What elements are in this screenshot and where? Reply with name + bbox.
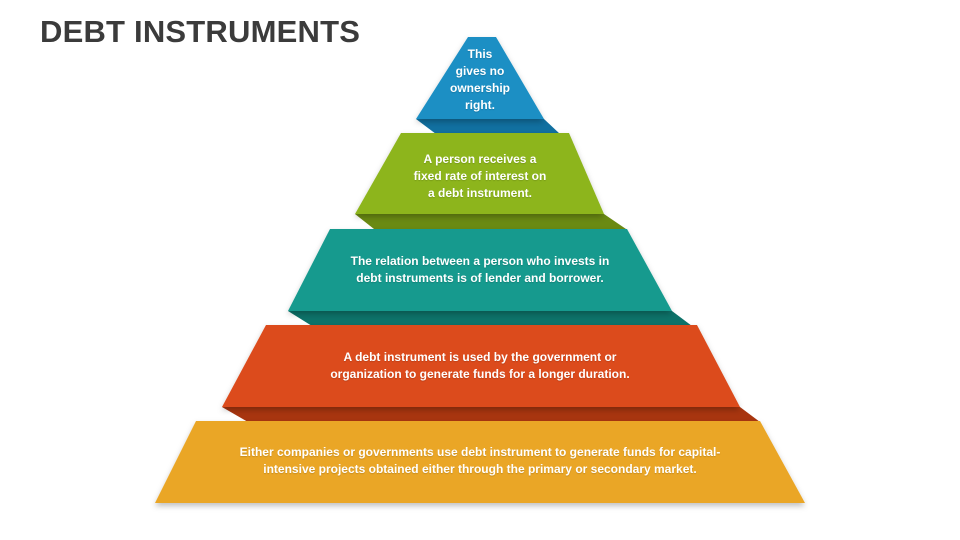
tier-2-lines: A person receives a fixed rate of interes… [414,151,547,202]
tier-1-line: ownership [449,81,510,95]
tier-5-lines: Either companies or governments use debt… [240,444,721,478]
tier-3-text: The relation between a person who invest… [335,242,625,298]
tier-1-line: right. [464,98,495,112]
tier-3-shape [288,229,672,311]
tier-4-line: organization to generate funds for a lon… [330,367,630,381]
tier-1-text: This gives no ownership right. [440,40,520,120]
tier-5-line: Either companies or governments use debt… [239,445,721,459]
tier-1-shape [416,37,544,119]
tier-5-line: intensive projects obtained either throu… [263,462,697,476]
tier-1-fold [416,119,560,134]
tier-1-line: This [467,47,493,61]
tier-4-line: A debt instrument is used by the governm… [343,350,617,364]
tier-4-lines: A debt instrument is used by the governm… [330,349,629,383]
tier-2-line: a debt instrument. [427,185,532,200]
tier-2-shape [355,133,604,214]
tier-4-text: A debt instrument is used by the governm… [300,338,660,394]
tier-2-line: fixed rate of interest on [413,168,547,183]
tier-2-fold [355,214,626,229]
tier-1-line: gives no [455,64,505,78]
tier-4-fold [222,407,760,422]
slide-title: DEBT INSTRUMENTS [40,14,361,49]
tier-4-shape [222,325,740,407]
tier-5-text: Either companies or governments use debt… [225,433,735,489]
tier-3-fold [288,311,692,326]
tier-5-shape [155,421,805,503]
tier-3-line: The relation between a person who invest… [350,254,610,268]
tier-2-text: A person receives a fixed rate of interes… [400,145,560,207]
tier-3-line: debt instruments is of lender and borrow… [356,271,604,285]
tier-1-lines: This gives no ownership right. [450,46,510,114]
tier-3-lines: The relation between a person who invest… [351,253,610,287]
tier-2-line: A person receives a [423,151,537,166]
